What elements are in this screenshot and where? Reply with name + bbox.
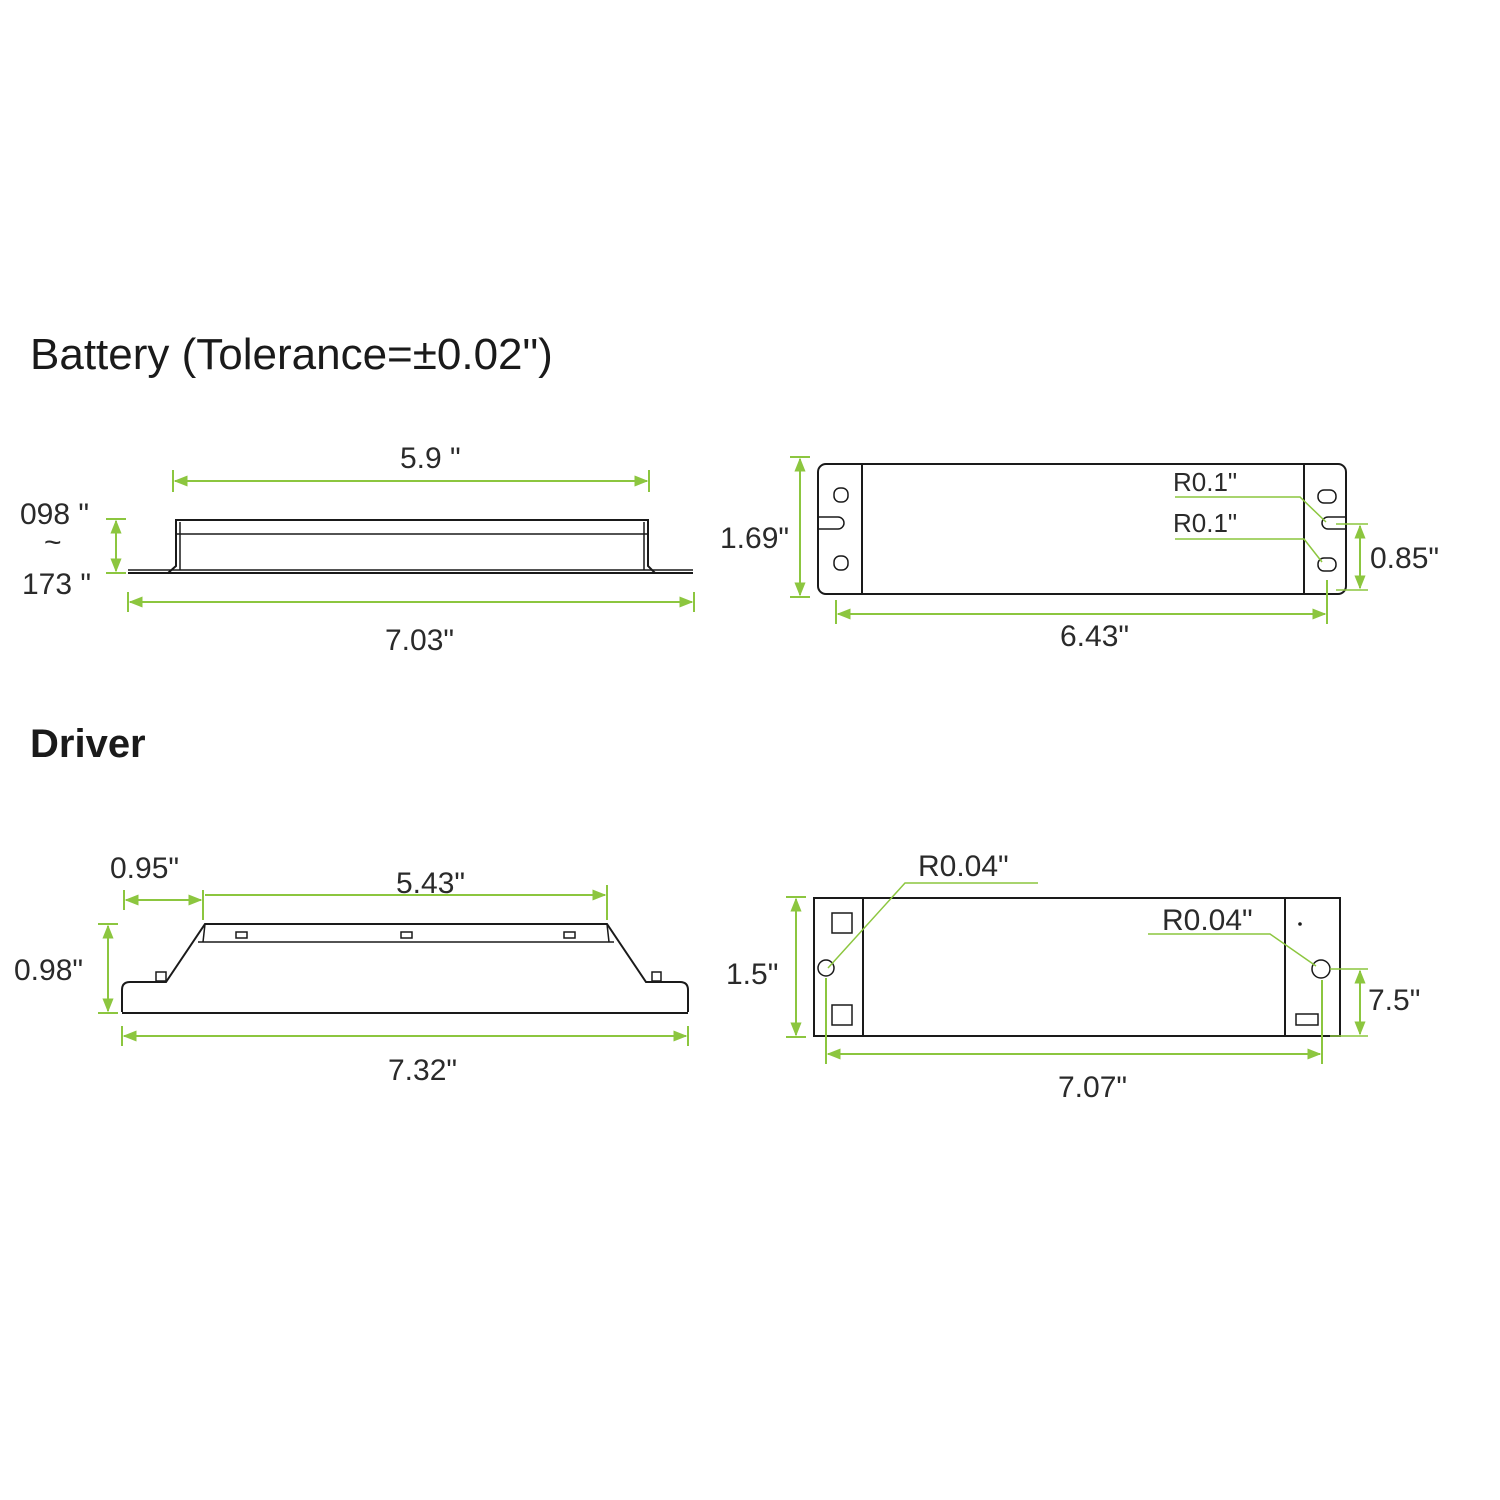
battery-top-length-label: 6.43": [1060, 620, 1129, 653]
battery-mounting-holes: [833, 487, 1337, 572]
driver-top-length-label: 7.07": [1058, 1071, 1127, 1104]
battery-section-title: Battery (Tolerance=±0.02"): [30, 330, 553, 379]
battery-radius-label-2: R0.1": [1173, 508, 1237, 538]
battery-hole-spacing-label: 0.85": [1370, 542, 1439, 575]
battery-radius-label-1: R0.1": [1173, 467, 1237, 497]
driver-top-view: 1.5" 7.07" 7.5" R0.04" R0.04": [726, 850, 1420, 1104]
driver-radius-label-2: R0.04": [1162, 904, 1253, 937]
battery-overall-width-label: 7.03": [385, 624, 454, 657]
driver-top-length-dimension: [825, 978, 1323, 1064]
driver-top-outline: [813, 897, 1341, 1037]
battery-height-dimension: [106, 518, 126, 574]
battery-top-height-dimension: [790, 456, 810, 598]
driver-overall-width-label: 7.32": [388, 1054, 457, 1087]
battery-top-view: 1.69" 6.43" 0.85" R0.1" R0.1": [720, 456, 1439, 653]
battery-top-width-label: 5.9 ": [400, 442, 461, 475]
driver-mounting-holes: [817, 912, 1331, 1026]
driver-offset-dimension: [123, 890, 204, 920]
battery-top-height-label: 1.69": [720, 522, 789, 555]
driver-offset-label: 0.95": [110, 852, 179, 885]
battery-side-view: 5.9 " 7.03" 098 " ~ 173 ": [20, 442, 695, 657]
driver-top-height-label: 1.5": [726, 958, 778, 991]
battery-height-separator: ~: [44, 526, 62, 559]
battery-side-outline: [128, 519, 693, 574]
driver-radius-leaders: [827, 882, 1317, 969]
battery-height-min-label: 098 ": [20, 498, 89, 531]
battery-top-length-dimension: [835, 580, 1328, 624]
driver-height-label: 0.98": [14, 954, 83, 987]
driver-top-width-dimension: [205, 885, 608, 920]
driver-section-title: Driver: [30, 722, 146, 766]
driver-overall-width-dimension: [121, 1026, 689, 1046]
driver-side-slots: [235, 931, 576, 939]
driver-top-width-label: 5.43": [396, 867, 465, 900]
driver-side-outline: [121, 923, 689, 1014]
battery-top-outline: [817, 463, 1347, 595]
battery-top-width-dimension: [172, 470, 650, 492]
driver-height-dimension: [98, 923, 118, 1014]
driver-hole-spacing-dimension: [1330, 968, 1368, 1037]
driver-radius-label-1: R0.04": [918, 850, 1009, 883]
battery-hole-spacing-dimension: [1336, 523, 1368, 591]
battery-radius-leaders: [1175, 496, 1327, 563]
driver-side-view: 0.95" 5.43" 0.98" 7.32": [14, 852, 689, 1087]
battery-height-max-label: 173 ": [22, 568, 91, 601]
battery-overall-width-dimension: [127, 592, 695, 612]
driver-top-height-dimension: [786, 896, 806, 1038]
driver-hole-spacing-label: 7.5": [1368, 984, 1420, 1017]
